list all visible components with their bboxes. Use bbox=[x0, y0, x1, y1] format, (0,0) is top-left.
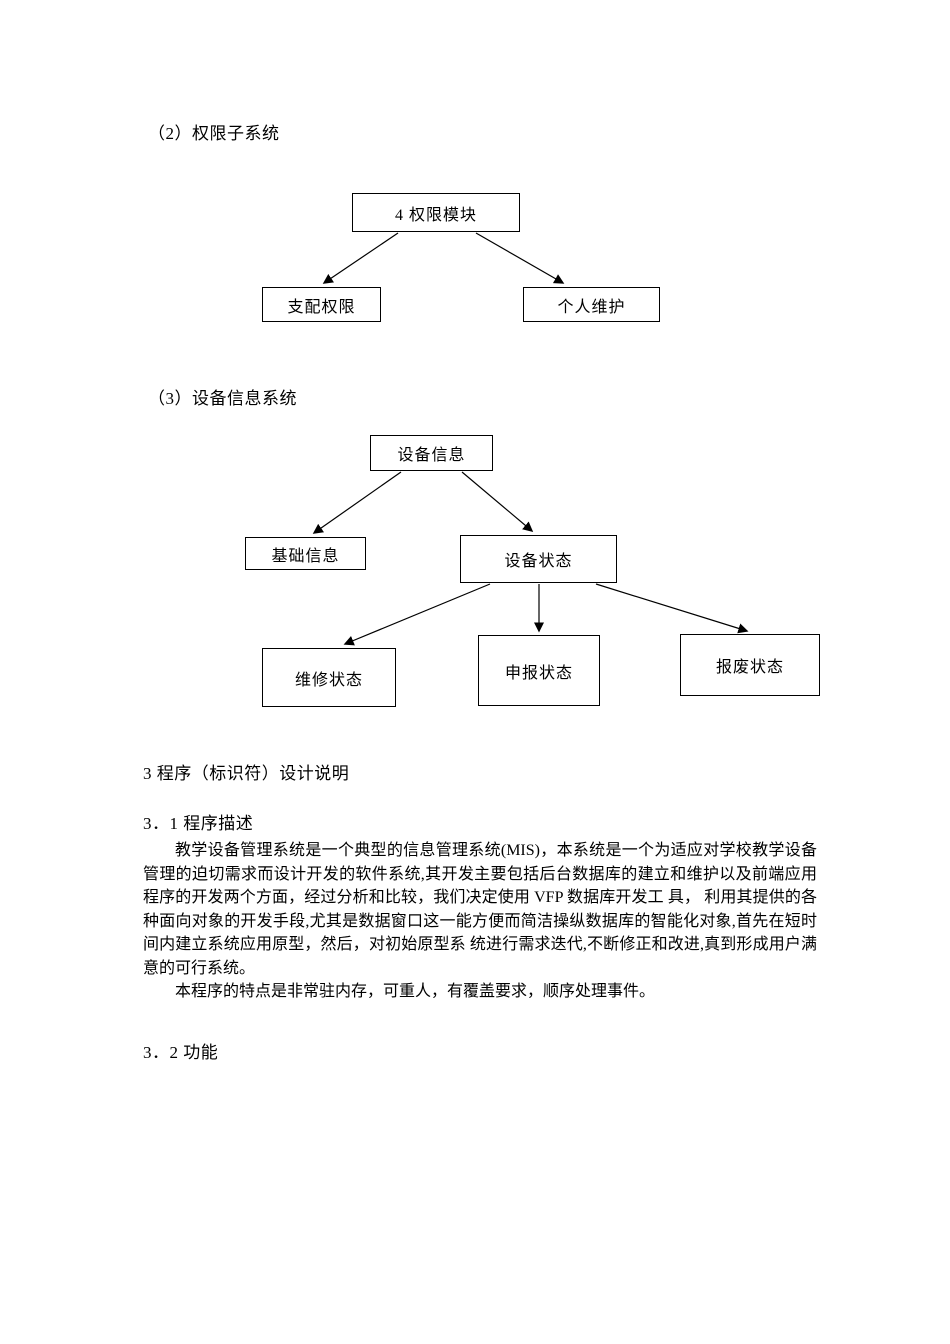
section-3-title: 3 程序（标识符）设计说明 bbox=[143, 764, 350, 783]
equipment-repair-status-box: 维修状态 bbox=[262, 648, 396, 707]
equipment-declare-status-box: 申报状态 bbox=[478, 635, 600, 706]
program-description-paragraph-2: 本程序的特点是非常驻内存，可重人，有覆盖要求，顺序处理事件。 bbox=[175, 983, 656, 1000]
permission-root-box: 4 权限模块 bbox=[352, 193, 520, 232]
arrow-status-to-scrap bbox=[595, 583, 749, 634]
arrow-status-to-repair bbox=[343, 583, 491, 646]
equipment-root-box: 设备信息 bbox=[370, 435, 493, 471]
heading-equipment-info-system: （3）设备信息系统 bbox=[148, 389, 297, 408]
arrow-equipment-root-to-basicinfo bbox=[312, 471, 402, 534]
arrow-equipment-root-to-status bbox=[461, 471, 534, 532]
program-description-paragraph-1: 教学设备管理系统是一个典型的信息管理系统(MIS)，本系统是一个为适应对学校教学… bbox=[143, 842, 817, 977]
program-description-text: 教学设备管理系统是一个典型的信息管理系统(MIS)，本系统是一个为适应对学校教学… bbox=[143, 839, 817, 1004]
section-3-1-title: 3．1 程序描述 bbox=[143, 814, 254, 833]
arrow-permission-root-to-left bbox=[322, 232, 399, 284]
equipment-status-box: 设备状态 bbox=[460, 535, 617, 583]
permission-child-personal-box: 个人维护 bbox=[523, 287, 660, 322]
section-3-2-title: 3．2 功能 bbox=[143, 1043, 219, 1062]
permission-child-control-box: 支配权限 bbox=[262, 287, 381, 322]
equipment-basicinfo-box: 基础信息 bbox=[245, 537, 366, 570]
arrow-permission-root-to-right bbox=[475, 232, 565, 284]
heading-permission-subsystem: （2）权限子系统 bbox=[148, 124, 280, 143]
equipment-scrap-status-box: 报废状态 bbox=[680, 634, 820, 696]
